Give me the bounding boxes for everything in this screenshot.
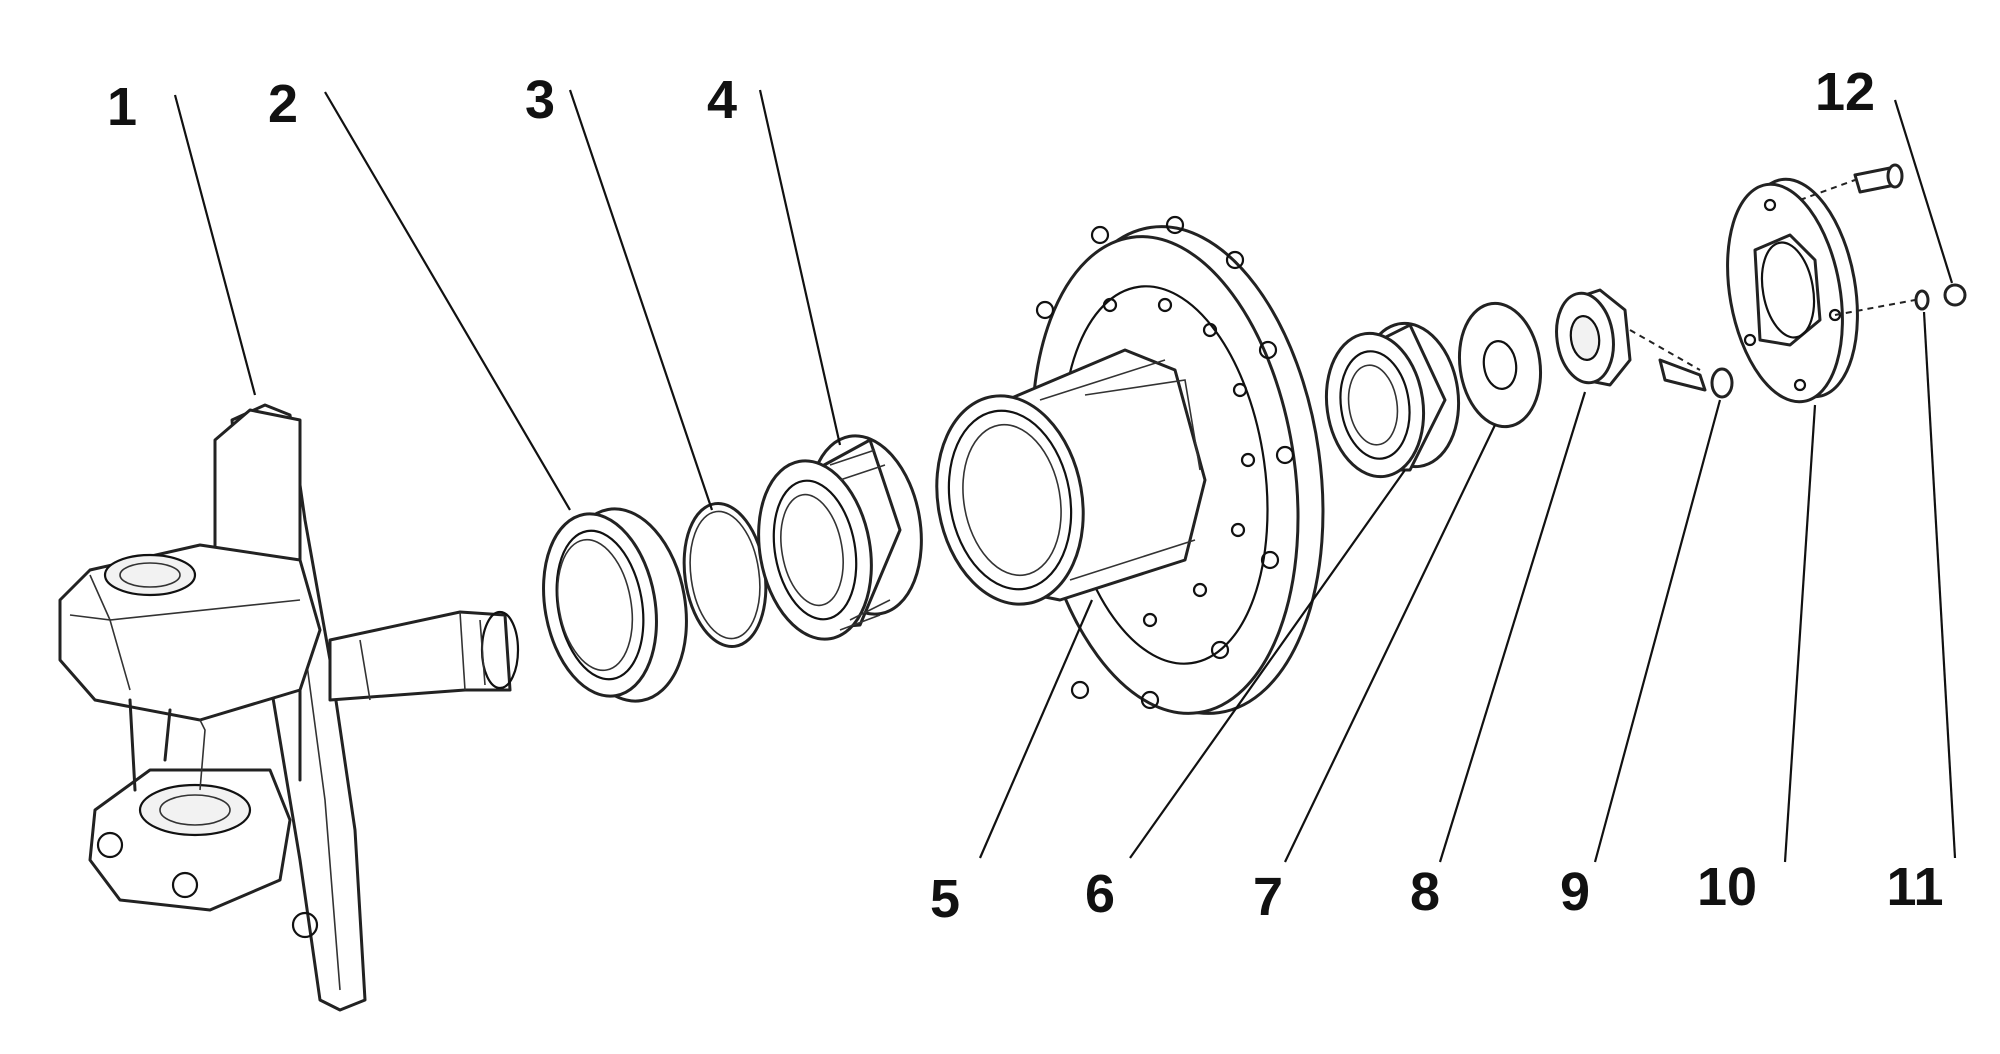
part-inner-bearing (757, 434, 923, 641)
leader-lines (173, 89, 1957, 863)
leader-9 (1593, 399, 1722, 863)
label-part-11: 11 (1886, 857, 1943, 917)
label-part-1: 1 (107, 77, 137, 137)
leader-2 (324, 91, 571, 511)
label-part-3: 3 (525, 70, 555, 130)
leader-8 (1438, 391, 1587, 863)
leader-3 (568, 89, 714, 511)
part-spindle-nut (1555, 288, 1632, 387)
part-thrust-washer (1457, 301, 1543, 429)
leader-5 (978, 599, 1094, 859)
part-labels: 1 2 3 4 5 6 7 8 9 10 11 12 (107, 62, 1944, 929)
leader-4 (758, 89, 842, 446)
label-part-4: 4 (707, 70, 737, 130)
part-oil-seal (542, 507, 688, 703)
part-hub-cap (1726, 177, 1859, 404)
leader-11 (1922, 311, 1957, 859)
leader-6 (1129, 469, 1406, 859)
label-part-6: 6 (1085, 864, 1115, 924)
label-part-2: 2 (268, 74, 298, 134)
leader-10 (1783, 404, 1817, 863)
label-part-9: 9 (1560, 862, 1590, 922)
part-cap-bolt (1799, 163, 1967, 307)
label-part-5: 5 (930, 869, 960, 929)
part-washer (1834, 289, 1930, 316)
leader-1 (173, 94, 257, 396)
part-lock-screw (1629, 329, 1734, 399)
leader-7 (1284, 424, 1496, 863)
label-part-10: 10 (1697, 857, 1757, 917)
part-steering-knuckle (58, 403, 520, 1012)
label-part-7: 7 (1253, 867, 1283, 927)
label-part-8: 8 (1410, 862, 1440, 922)
part-outer-bearing (1324, 321, 1461, 479)
leader-12 (1893, 99, 1954, 284)
part-wheel-hub (935, 215, 1325, 715)
label-part-12: 12 (1815, 62, 1875, 122)
